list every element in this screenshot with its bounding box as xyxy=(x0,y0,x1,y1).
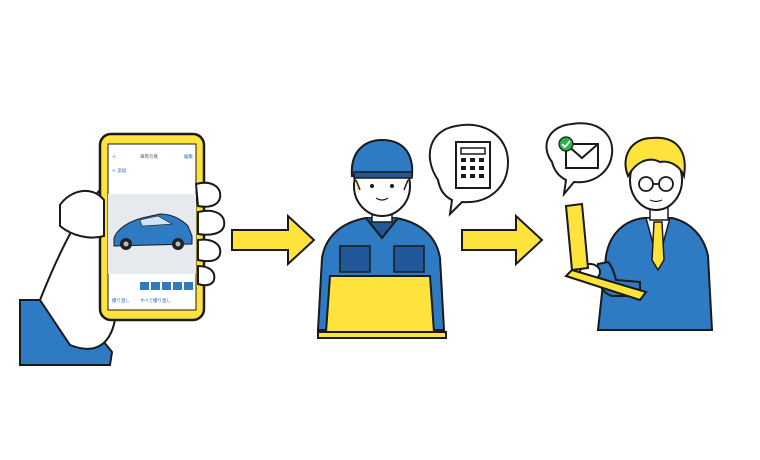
cap-icon xyxy=(350,138,414,177)
calculator-bubble xyxy=(428,123,510,217)
email-bubble xyxy=(545,122,614,198)
add-photo-button[interactable]: + 追加 xyxy=(112,167,127,174)
fingers xyxy=(59,181,226,287)
laptop-mechanic xyxy=(317,275,447,339)
hair xyxy=(624,136,686,180)
smartphone: < 車両写真 編集 + 追加 撮り直し すべて撮り直し xyxy=(98,132,206,322)
arrow-right-icon xyxy=(231,213,316,267)
back-button[interactable]: < xyxy=(112,154,116,160)
car-icon xyxy=(113,213,193,250)
arrow-right-icon-2 xyxy=(461,213,544,267)
edit-button[interactable]: 編集 xyxy=(184,153,193,160)
retake-button[interactable]: 撮り直し xyxy=(112,297,130,304)
laptop-businessman xyxy=(564,202,648,302)
thumbnail-strip[interactable] xyxy=(140,282,193,290)
businessman xyxy=(579,136,714,331)
retake-all-button[interactable]: すべて撮り直し xyxy=(140,297,172,304)
screen-title: 車両写真 xyxy=(140,153,158,160)
glasses-icon xyxy=(638,176,674,192)
calculator-icon xyxy=(455,141,491,189)
check-icon xyxy=(558,136,574,152)
